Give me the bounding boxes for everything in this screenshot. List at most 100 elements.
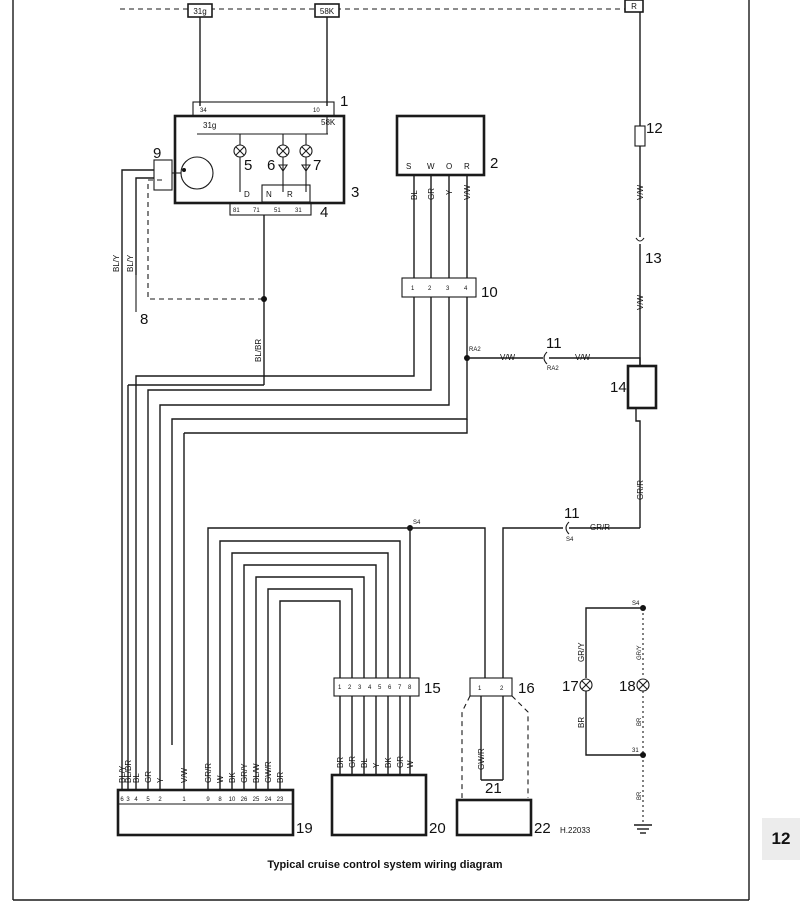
label-11-bottom: 11 (564, 505, 580, 522)
connector19-pin: 25 (253, 797, 260, 803)
connector20-wire-label: BK (384, 757, 393, 768)
label-5: 5 (244, 157, 252, 174)
svg-text:BR: BR (577, 717, 586, 728)
cruise-control-switch-2 (395, 114, 486, 177)
connector-13 (635, 237, 645, 242)
connector20-wire-label: BR (336, 757, 345, 768)
label-16: 16 (518, 680, 535, 697)
chapter-tab: 12 (762, 818, 800, 860)
svg-text:R: R (631, 2, 637, 11)
connector19-pin: 2 (158, 797, 162, 803)
connector19-pin: 1 (182, 797, 186, 803)
connector19-wire-label: BR (276, 772, 285, 783)
connector-11-top (543, 351, 548, 365)
connector19-wire-label: GR/Y (240, 763, 249, 783)
brake-switch-14 (626, 364, 658, 410)
svg-text:31: 31 (632, 748, 639, 754)
svg-text:2: 2 (500, 686, 504, 692)
label-17: 17 (562, 678, 579, 695)
page-border (12, 0, 750, 901)
connector19-pin: 5 (146, 797, 150, 803)
svg-text:RA2: RA2 (469, 347, 481, 353)
svg-text:31g: 31g (193, 7, 206, 16)
connector19-pin: 26 (241, 797, 248, 803)
svg-text:31: 31 (295, 208, 302, 214)
connector19-wire-label: V/W (180, 767, 189, 783)
connector19-wire-label: W (216, 775, 225, 783)
connector-4 (229, 202, 312, 216)
svg-text:BL/Y: BL/Y (112, 254, 121, 272)
connector19-pin: 24 (265, 797, 272, 803)
svg-text:2: 2 (348, 685, 352, 691)
warning-lamp-5 (233, 144, 247, 192)
svg-text:34: 34 (200, 108, 207, 114)
label-20: 20 (429, 820, 446, 837)
warning-lamp-18 (636, 678, 650, 692)
connector19-wire-label: BL/Y (118, 765, 127, 783)
svg-text:6: 6 (388, 685, 392, 691)
label-15: 15 (424, 680, 441, 697)
svg-text:N: N (266, 190, 272, 199)
svg-text:S4: S4 (413, 520, 421, 526)
svg-text:R: R (287, 190, 293, 199)
connector19-pin: 8 (218, 797, 222, 803)
connector20-wire-label: GR (348, 756, 357, 768)
svg-text:BL/Y: BL/Y (126, 254, 135, 272)
label-12: 12 (646, 120, 663, 137)
svg-text:RA2: RA2 (547, 366, 559, 372)
svg-text:BR: BR (637, 791, 643, 800)
svg-text:W: W (427, 162, 435, 171)
svg-text:1: 1 (338, 685, 342, 691)
label-21: 21 (485, 780, 502, 797)
svg-text:7: 7 (398, 685, 402, 691)
svg-text:V/W: V/W (636, 294, 645, 310)
terminal-58k: 58K (314, 3, 340, 18)
svg-text:4: 4 (464, 286, 468, 292)
svg-text:GW/R: GW/R (477, 748, 486, 770)
dashed-connection-8 (147, 179, 264, 300)
svg-text:GR/Y: GR/Y (577, 642, 586, 662)
svg-text:S4: S4 (632, 601, 640, 607)
label-6: 6 (267, 157, 275, 174)
control-module-19 (116, 788, 295, 837)
svg-text:Y: Y (445, 189, 454, 195)
servo-unit-22 (455, 798, 533, 837)
label-7: 7 (313, 157, 321, 174)
label-19: 19 (296, 820, 313, 837)
svg-text:10: 10 (313, 108, 320, 114)
figure-caption: Typical cruise control system wiring dia… (267, 859, 503, 871)
fuse-12 (634, 125, 646, 147)
connector19-wire-label: BK (228, 772, 237, 783)
connector-10 (401, 277, 477, 298)
connector19-pin: 23 (277, 797, 284, 803)
gear-selector-indicator (261, 184, 311, 203)
label-1: 1 (340, 93, 348, 110)
control-unit-20 (330, 773, 428, 837)
label-3: 3 (351, 184, 359, 201)
connector-16 (469, 677, 513, 697)
svg-text:4: 4 (368, 685, 372, 691)
warning-lamp-7 (299, 144, 313, 192)
connector19-wire-label: GW/R (264, 761, 273, 783)
label-14: 14 (610, 379, 627, 396)
label-4: 4 (320, 204, 328, 221)
svg-text:S: S (406, 162, 411, 171)
connector19-wire-label: BL/W (252, 763, 261, 783)
svg-text:GR/Y: GR/Y (637, 645, 643, 660)
connector19-pin: 3 (126, 797, 130, 803)
svg-text:1: 1 (411, 286, 415, 292)
connector19-wire-label: Y (156, 777, 165, 783)
connector20-wire-label: Y (372, 762, 381, 768)
svg-text:V/W: V/W (575, 353, 591, 362)
connector19-pin: 6 (120, 797, 124, 803)
connector19-wire-label: BL/BR (124, 760, 133, 783)
svg-text:GR/R: GR/R (636, 480, 645, 500)
label-18: 18 (619, 678, 636, 695)
label-22: 22 (534, 820, 551, 837)
warning-lamp-17 (579, 678, 593, 692)
connector20-wire-label: W (406, 760, 415, 768)
svg-text:3: 3 (358, 685, 362, 691)
connector19-wire-label: GR (144, 771, 153, 783)
svg-text:GR: GR (427, 188, 436, 200)
